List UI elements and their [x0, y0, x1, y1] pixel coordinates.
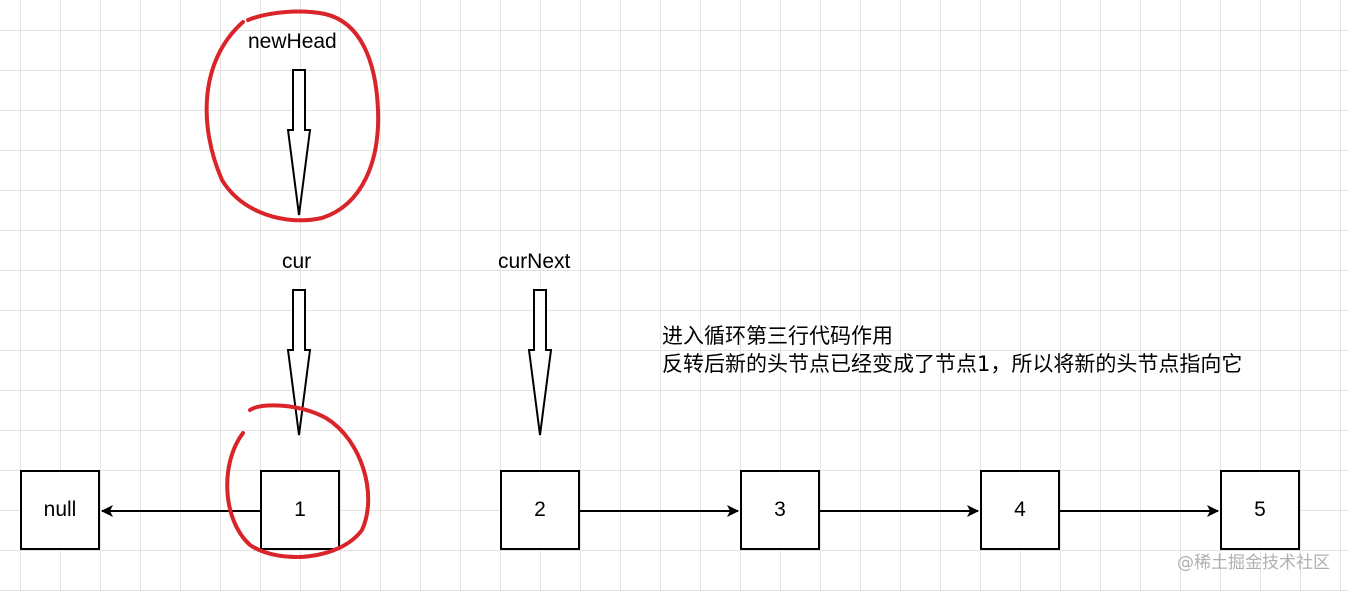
node-value: 1 [294, 498, 306, 521]
annotation-text: 进入循环第三行代码作用 反转后新的头节点已经变成了节点1，所以将新的头节点指向它 [662, 322, 1242, 378]
list-node-5: 5 [1220, 470, 1300, 550]
node-value: 3 [774, 498, 786, 521]
pointer-label-curnext: curNext [498, 250, 571, 273]
cur-pointer-arrow [286, 289, 312, 436]
list-node-2: 2 [500, 470, 580, 550]
watermark: @稀土掘金技术社区 [1177, 553, 1330, 573]
node-value: 5 [1254, 498, 1266, 521]
pointer-label-cur: cur [282, 250, 312, 273]
annotation-line-1: 进入循环第三行代码作用 [662, 324, 893, 348]
list-node-null: null [20, 470, 100, 550]
node-value: null [43, 498, 77, 521]
node-value: 2 [534, 498, 546, 521]
node-value: 4 [1014, 498, 1026, 521]
list-node-4: 4 [980, 470, 1060, 550]
pointer-label-newhead: newHead [248, 30, 337, 53]
list-node-3: 3 [740, 470, 820, 550]
list-node-1: 1 [260, 470, 340, 550]
curnext-pointer-arrow [527, 289, 553, 436]
annotation-line-2: 反转后新的头节点已经变成了节点1，所以将新的头节点指向它 [662, 352, 1243, 376]
newhead-pointer-arrow [286, 69, 312, 216]
